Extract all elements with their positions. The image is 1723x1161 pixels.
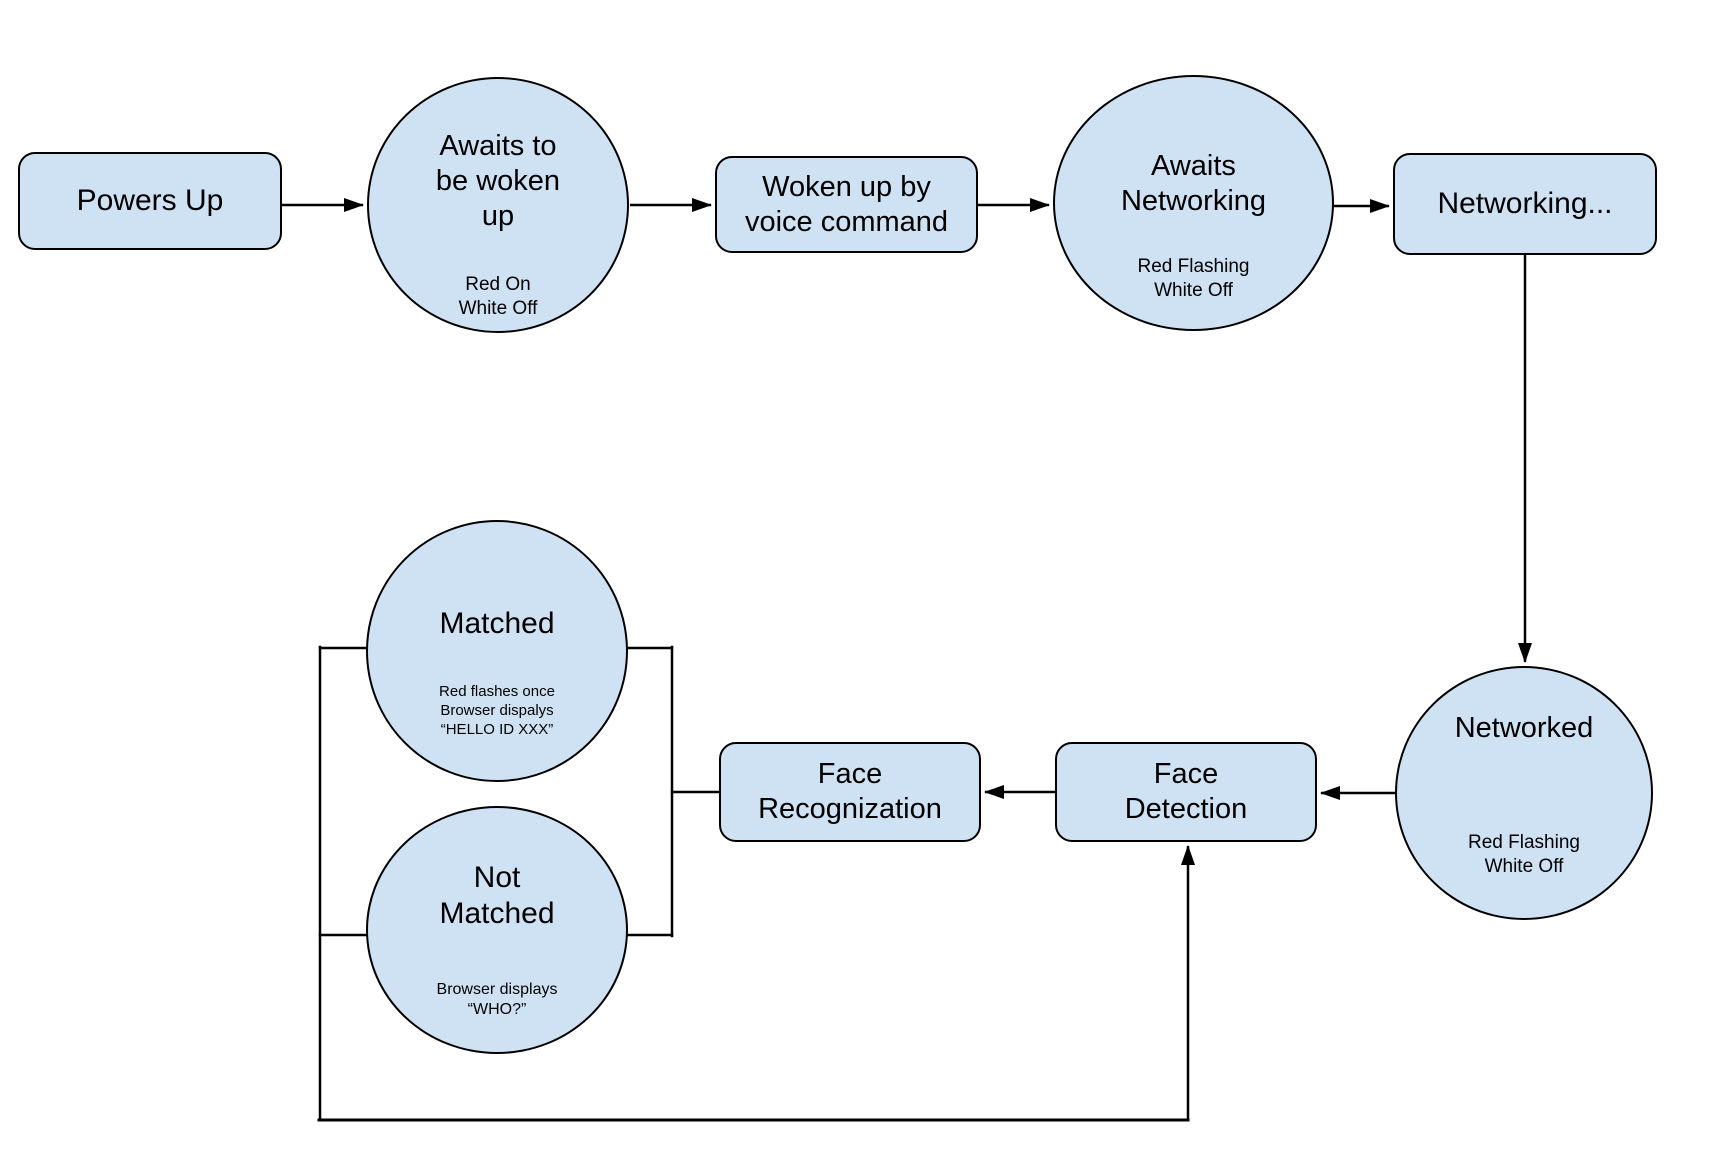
node-matched-sublabel: Red flashes once Browser dispalys “HELLO… xyxy=(439,683,555,738)
node-powers-up: Powers Up xyxy=(18,152,282,250)
node-face-detection: Face Detection xyxy=(1055,742,1317,842)
node-not-matched-label: Not Matched xyxy=(439,861,555,930)
node-woken-up-by-voice-command: Woken up by voice command xyxy=(715,156,978,253)
node-networking: Networking... xyxy=(1393,153,1657,255)
node-networking-label: Networking... xyxy=(1437,187,1613,220)
node-face-detection-label: Face Detection xyxy=(1124,758,1248,825)
node-awaits-networking-sublabel: Red Flashing White Off xyxy=(1137,256,1250,301)
node-not-matched-sublabel: Browser displays “WHO?” xyxy=(436,981,558,1018)
node-awaits-to-be-woken-up-sublabel: Red On White Off xyxy=(458,274,538,319)
node-networked-label: Networked xyxy=(1454,712,1594,744)
node-networked-sublabel: Red Flashing White Off xyxy=(1468,832,1580,877)
node-face-recognization: Face Recognization xyxy=(719,742,981,842)
node-awaits-to-be-woken-up: Awaits to be woken up Red On White Off xyxy=(367,77,629,333)
node-face-recognization-label: Face Recognization xyxy=(758,758,942,825)
node-powers-up-label: Powers Up xyxy=(76,184,224,217)
node-awaits-to-be-woken-up-label: Awaits to be woken up xyxy=(435,130,561,232)
node-awaits-networking-label: Awaits Networking xyxy=(1120,150,1267,217)
node-woken-up-by-voice-command-label: Woken up by voice command xyxy=(744,170,949,238)
node-matched-label: Matched xyxy=(439,607,555,640)
